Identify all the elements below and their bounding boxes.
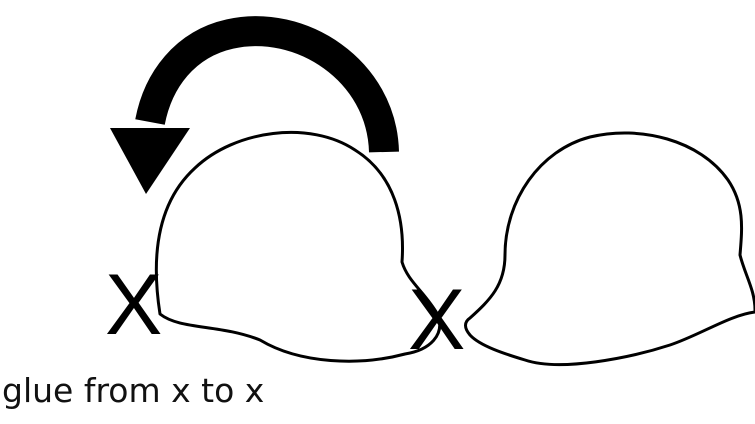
x-mark-right: X [408,277,465,363]
dome-right-outline [466,133,755,365]
caption-text: glue from x to x [2,374,264,407]
x-mark-left: X [105,262,162,348]
dome-left-outline [156,132,439,361]
curved-arrow-icon [110,31,384,194]
